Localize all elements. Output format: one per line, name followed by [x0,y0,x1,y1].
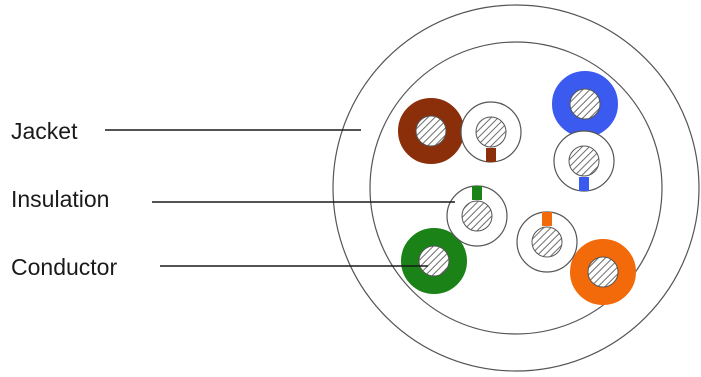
white-orange-conductor [516,211,578,273]
green-stripe-tab [472,186,482,200]
white-blue-conductor [553,130,615,192]
orange-stripe-tab [542,212,552,226]
jacket-inner-circle [369,41,663,335]
jacket-label: Jacket [11,118,78,144]
green-conductor [401,228,467,294]
orange-conductor [570,239,636,305]
white-green-conductor [446,185,508,247]
insulation-label: Insulation [11,186,109,212]
blue-conductor [552,71,618,137]
brown-stripe-tab [486,148,496,162]
conductor-label: Conductor [11,254,117,280]
jacket-outer-circle [332,4,700,372]
brown-conductor [398,98,464,164]
white-brown-conductor [460,101,522,163]
blue-stripe-tab [579,177,589,191]
